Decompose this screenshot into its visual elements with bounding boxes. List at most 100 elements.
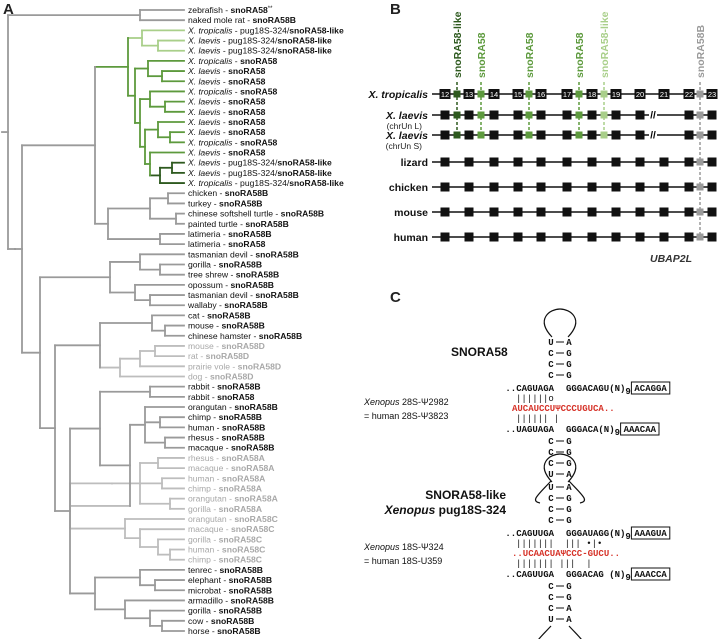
hairpin-loop: [543, 308, 577, 338]
exon-box: [513, 110, 523, 120]
snorna-marker: [575, 90, 583, 98]
strand-left: ..CAGUAGA: [505, 384, 554, 394]
base-right: G: [566, 448, 571, 458]
exon-box: [464, 110, 474, 120]
tree-leaf-label: X. laevis - snoRA58: [187, 127, 266, 137]
exon-box: [562, 207, 572, 217]
tree-leaf-label: orangutan - snoRA58C: [188, 514, 278, 524]
rrna-target-sequence: AUCAUCCUΨCCCUGUCA..: [512, 404, 615, 414]
exon-box: [512, 89, 524, 99]
spacer-subscript: 9: [625, 573, 630, 583]
snorna-marker: [600, 131, 608, 139]
exon-box: [707, 232, 717, 242]
exon-number: 17: [563, 90, 571, 99]
exon-box: [513, 182, 523, 192]
break-gap: [649, 130, 657, 140]
tree-leaf-label: chinese softshell turtle - snoRA58B: [188, 209, 324, 219]
exon-box: [489, 182, 499, 192]
snorna-marker: [575, 131, 583, 139]
tree-leaf-label: cow - snoRA58B: [188, 616, 254, 626]
exon-number: 22: [685, 90, 693, 99]
base-right: G: [566, 582, 571, 592]
strand-right: GGGACAG (N): [566, 570, 625, 580]
base-right: A: [566, 470, 572, 480]
pairing-ticks: ||||||| ||| |: [516, 559, 592, 569]
panel-label-b: B: [390, 1, 401, 18]
structure-title: SNORA58: [451, 345, 508, 359]
base-right: G: [566, 437, 571, 447]
tree-leaf-label: horse - snoRA58B: [188, 626, 261, 636]
locus-species-label: mouse: [394, 207, 428, 219]
exon-box: [659, 232, 669, 242]
aca-box-text: AAAGUA: [634, 529, 667, 539]
base-left: C: [548, 582, 554, 592]
tree-leaf-label: rhesus - snoRA58A: [188, 453, 265, 463]
exon-box: [562, 110, 572, 120]
structure-subtitle: Xenopus pug18S-324: [384, 503, 507, 517]
snorna-marker: [525, 131, 533, 139]
tree-leaf-label: zebrafish - snoRA58**: [188, 5, 273, 15]
exon-box: [489, 232, 499, 242]
tree-leaf-label: X. tropicalis - pug18S-324/snoRA58-like: [187, 178, 344, 188]
exon-number: 15: [514, 90, 522, 99]
exon-box: [659, 182, 669, 192]
base-right: A: [566, 483, 572, 493]
base-left: U: [548, 338, 553, 348]
exon-box: [611, 182, 621, 192]
exon-box: [464, 157, 474, 167]
panel-label-a: A: [3, 1, 14, 18]
exon-box: [587, 207, 597, 217]
spacer-subscript: 9: [615, 428, 620, 438]
base-left: C: [548, 459, 554, 469]
exon-box: [440, 157, 450, 167]
exon-box: [707, 182, 717, 192]
tree-leaf-label: tree shrew - snoRA58B: [188, 270, 279, 280]
exon-box: [634, 89, 646, 99]
strand-right: GGGACAGU(N): [566, 384, 625, 394]
tree-leaf-label: rhesus - snoRA58B: [188, 433, 265, 443]
spacer-subscript: 9: [625, 532, 630, 542]
base-right: G: [566, 516, 571, 526]
exon-box: [635, 130, 645, 140]
snorna-marker: [575, 111, 583, 119]
tree-leaf-label: latimeria - snoRA58: [188, 239, 266, 249]
locus-species-label: human: [394, 232, 428, 244]
exon-box: [635, 182, 645, 192]
snorna-marker: [600, 111, 608, 119]
exon-box: [611, 157, 621, 167]
exon-box: [658, 89, 670, 99]
locus-species-label: X. tropicalis: [367, 89, 428, 101]
tree-leaf-label: wallaby - snoRA58B: [187, 300, 268, 310]
strand-left: ..CAGUUGA: [505, 529, 554, 539]
exon-box: [587, 130, 597, 140]
snorna-marker: [696, 208, 704, 216]
exon-number: 13: [465, 90, 473, 99]
aca-box-text: ACAGGA: [634, 384, 667, 394]
exon-box: [464, 232, 474, 242]
tree-leaf-label: chimp - snoRA58A: [188, 483, 262, 493]
break-mark: //: [650, 111, 656, 122]
rrna-human-label: = human 28S-Ψ3823: [364, 411, 448, 421]
base-left: C: [548, 516, 554, 526]
exon-box: [562, 130, 572, 140]
exon-box: [635, 207, 645, 217]
tree-leaf-label: rabbit - snoRA58B: [188, 382, 261, 392]
exon-box: [489, 110, 499, 120]
snorna-marker: [525, 90, 533, 98]
structure-title: SNORA58-like: [425, 488, 506, 502]
tree-leaf-label: turkey - snoRA58B: [188, 198, 263, 208]
exon-box: [707, 130, 717, 140]
base-left: C: [548, 604, 554, 614]
exon-box: [440, 110, 450, 120]
tree-leaf-label: orangutan - snoRA58A: [188, 494, 278, 504]
exon-number: 21: [660, 90, 668, 99]
pairing-ticks: ||||||| ||| •|•: [516, 539, 602, 549]
break-gap: [649, 110, 657, 120]
snorna-marker: [696, 183, 704, 191]
snorna-marker: [453, 111, 461, 119]
exon-box: [440, 207, 450, 217]
tree-leaf-label: X. laevis - snoRA58: [187, 148, 266, 158]
exon-number: 18: [588, 90, 596, 99]
exon-box: [635, 157, 645, 167]
exon-box: [587, 110, 597, 120]
